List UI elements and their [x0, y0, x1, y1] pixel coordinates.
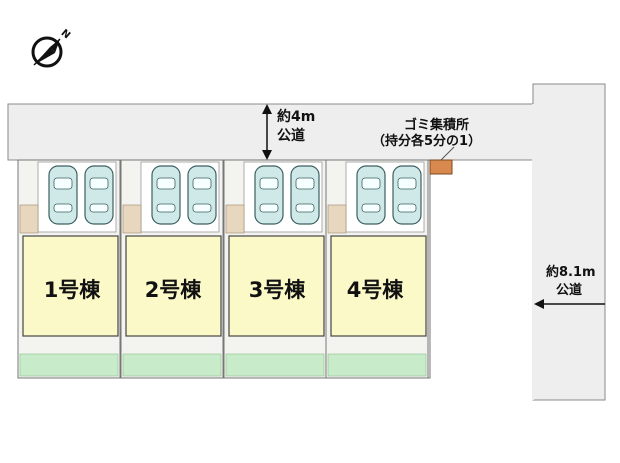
- parked-car-icon: [84, 165, 114, 225]
- entrance-porch: [327, 204, 347, 234]
- green-strip: [19, 353, 119, 377]
- entrance-porch: [122, 204, 142, 234]
- green-strip: [225, 353, 325, 377]
- parked-car-icon: [48, 165, 78, 225]
- parked-car-icon: [392, 165, 422, 225]
- north-road-dimension-arrow: [262, 104, 272, 160]
- parked-car-icon: [254, 165, 284, 225]
- green-strip: [327, 353, 427, 377]
- lot-4: [325, 159, 429, 379]
- house-footprint: [22, 235, 119, 337]
- unit-label-1: 1号棟: [43, 278, 101, 302]
- entrance-porch: [19, 204, 39, 234]
- unit-label-3: 3号棟: [248, 278, 306, 302]
- parked-car-icon: [290, 165, 320, 225]
- house-footprint: [330, 235, 427, 337]
- green-strip: [122, 353, 222, 377]
- unit-label-2: 2号棟: [144, 278, 202, 302]
- lot-3: [223, 159, 327, 379]
- house-footprint: [228, 235, 325, 337]
- parked-car-icon: [187, 165, 217, 225]
- garbage-share-note: （持分各5分の1）: [372, 134, 482, 149]
- lot-1: [17, 159, 121, 379]
- north-arrow-icon: [31, 36, 63, 68]
- east-road-type-label: 公道: [556, 283, 583, 298]
- entrance-porch: [225, 204, 245, 234]
- parked-car-icon: [151, 165, 181, 225]
- east-road-arrow: [534, 299, 605, 309]
- east-road: [532, 83, 606, 401]
- north-road-type-label: 公道: [277, 128, 305, 144]
- house-footprint: [125, 235, 222, 337]
- garbage-box: [429, 159, 453, 175]
- north-road-width-label: 約4m: [277, 109, 316, 125]
- lot-2: [120, 159, 224, 379]
- east-road-width-label: 約8.1m: [546, 265, 596, 280]
- unit-label-4: 4号棟: [346, 278, 404, 302]
- garbage-title: ゴミ集積所: [404, 118, 470, 133]
- parked-car-icon: [356, 165, 386, 225]
